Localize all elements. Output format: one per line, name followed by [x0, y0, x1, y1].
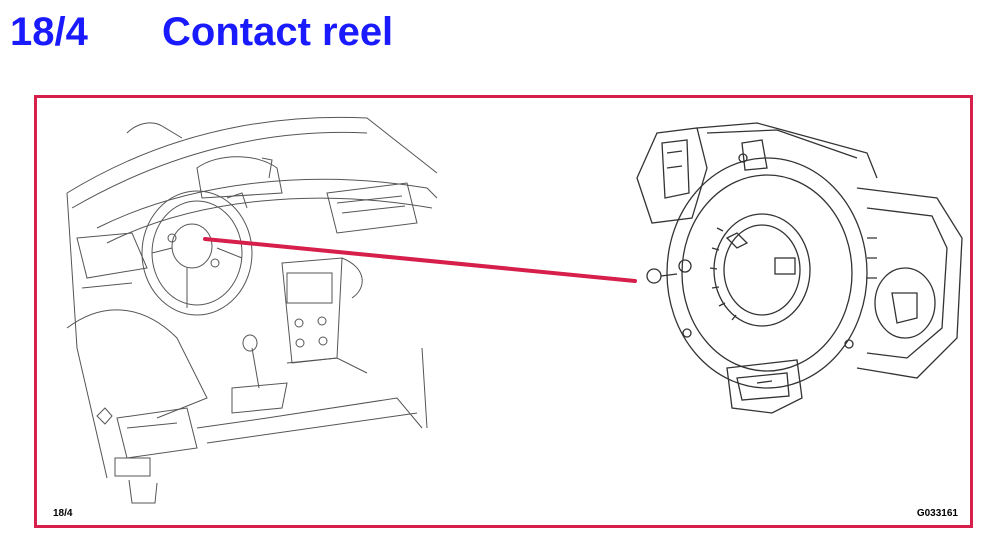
page-heading: 18/4 Contact reel: [10, 8, 393, 56]
car-interior-drawing: [66, 116, 438, 504]
section-number: 18/4: [10, 10, 88, 54]
pointer-line: [203, 237, 637, 283]
figure-reference-left: 18/4: [53, 508, 73, 519]
figure-illustration: [66, 116, 963, 504]
figure-frame: 18/4 G033161: [34, 95, 973, 528]
page-title: Contact reel: [162, 10, 394, 54]
contact-reel-drawing: [636, 122, 963, 414]
figure-reference-code: G033161: [916, 508, 958, 519]
